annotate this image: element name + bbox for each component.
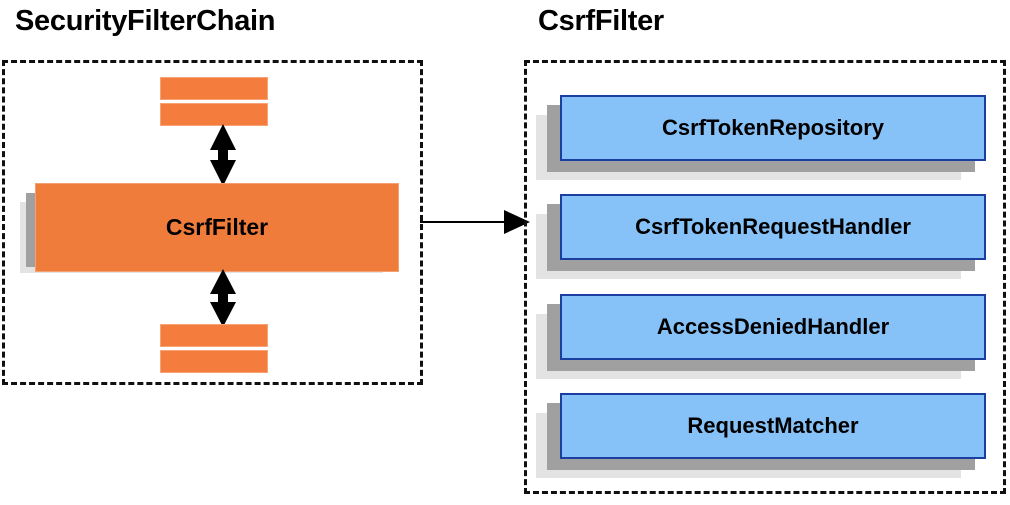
- arrow-above-csrf-filter: [205, 124, 241, 191]
- component-label: AccessDeniedHandler: [560, 294, 986, 360]
- filter-bar-below-2: [160, 350, 268, 373]
- csrf-filter-box: CsrfFilter: [20, 183, 405, 293]
- arrow-below-csrf-filter: [205, 269, 241, 332]
- csrf-filter-label: CsrfFilter: [35, 183, 399, 272]
- filter-bar-above-2: [160, 103, 268, 126]
- component-label: RequestMatcher: [560, 393, 986, 459]
- csrf-filter-detail-container: [524, 60, 1006, 494]
- component-label: CsrfTokenRequestHandler: [560, 194, 986, 260]
- component-box-access-denied-handler: AccessDeniedHandler: [536, 294, 986, 394]
- filter-bar-above-1: [160, 77, 268, 100]
- component-box-request-matcher: RequestMatcher: [536, 393, 986, 493]
- component-label: CsrfTokenRepository: [560, 95, 986, 161]
- csrf-filter-to-detail-arrow: [420, 210, 532, 239]
- left-panel-title: SecurityFilterChain: [15, 5, 276, 37]
- component-box-csrf-token-request-handler: CsrfTokenRequestHandler: [536, 194, 986, 294]
- component-box-csrf-token-repository: CsrfTokenRepository: [536, 95, 986, 195]
- filter-bar-below-1: [160, 324, 268, 347]
- right-panel-title: CsrfFilter: [538, 5, 664, 37]
